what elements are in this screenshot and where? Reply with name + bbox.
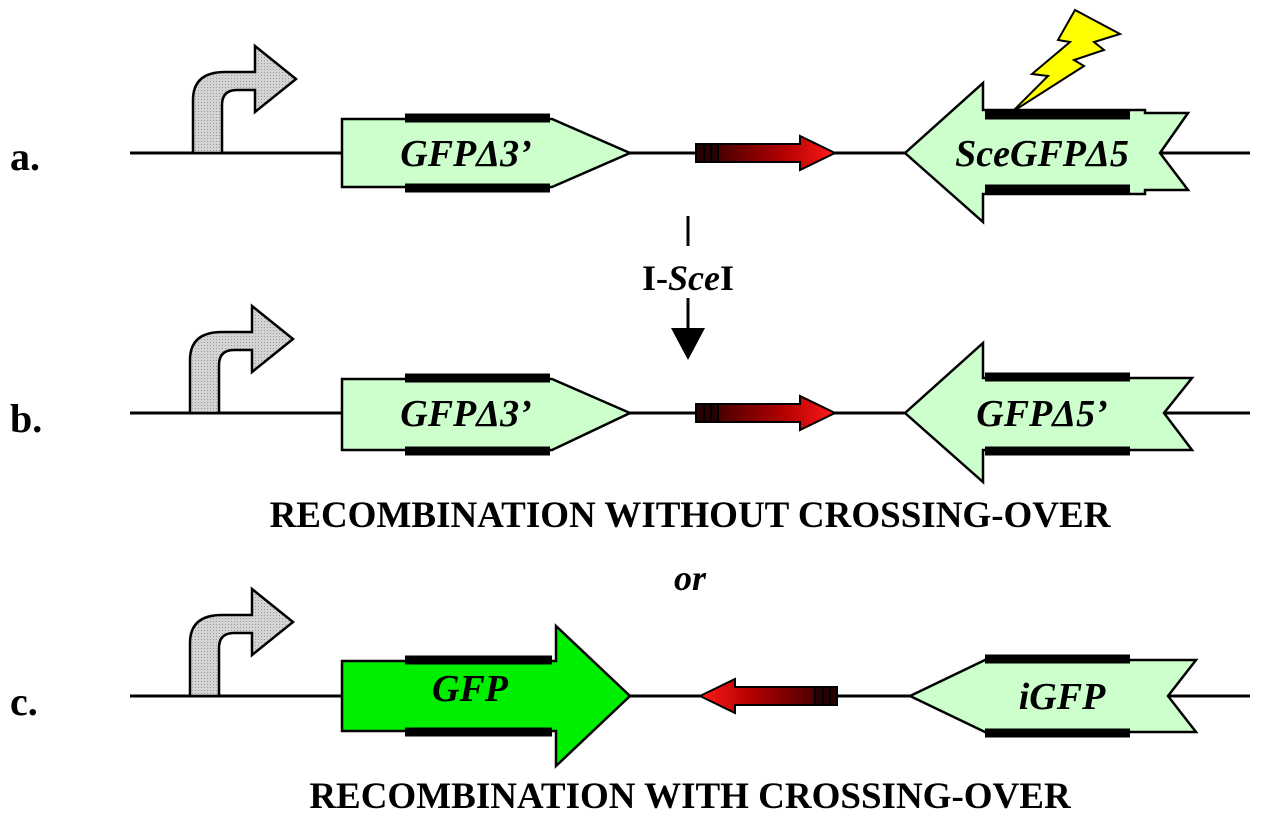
promoter-arrow-icon bbox=[188, 303, 295, 415]
row-c: c. GFP iGFP bbox=[10, 586, 1250, 769]
lightning-bolt-icon bbox=[1011, 8, 1123, 113]
enzyme-label: I-SceI bbox=[642, 258, 734, 298]
gene-label-b-left: GFPΔ3’ bbox=[400, 393, 531, 435]
gene-label-c-right: iGFP bbox=[1019, 676, 1106, 718]
or-text: or bbox=[674, 558, 707, 598]
arrow-down-icon bbox=[671, 328, 705, 360]
row-label-a: a. bbox=[10, 134, 40, 179]
marker-arrow-icon bbox=[695, 134, 838, 172]
marker-arrow-icon bbox=[695, 394, 838, 432]
row-a: a. GFPΔ3’ SceGFPΔ5 bbox=[10, 8, 1250, 225]
row-label-b: b. bbox=[10, 396, 42, 441]
gene-label-a-left: GFPΔ3’ bbox=[400, 133, 531, 175]
gene-label-a-right: SceGFPΔ5 bbox=[955, 133, 1129, 175]
promoter-arrow-icon bbox=[188, 586, 295, 698]
promoter-arrow-icon bbox=[191, 43, 298, 155]
gene-label-b-right: GFPΔ5’ bbox=[976, 393, 1107, 435]
heading-without-crossover: RECOMBINATION WITHOUT CROSSING-OVER bbox=[270, 495, 1112, 536]
row-b: b. GFPΔ3’ GFPΔ5’ bbox=[10, 303, 1250, 485]
row-label-c: c. bbox=[10, 679, 38, 724]
heading-with-crossover: RECOMBINATION WITH CROSSING-OVER bbox=[309, 776, 1072, 816]
marker-arrow-reverse-icon bbox=[697, 677, 838, 715]
enzyme-step: I-SceI bbox=[642, 216, 734, 360]
gene-label-c-left: GFP bbox=[432, 668, 509, 710]
